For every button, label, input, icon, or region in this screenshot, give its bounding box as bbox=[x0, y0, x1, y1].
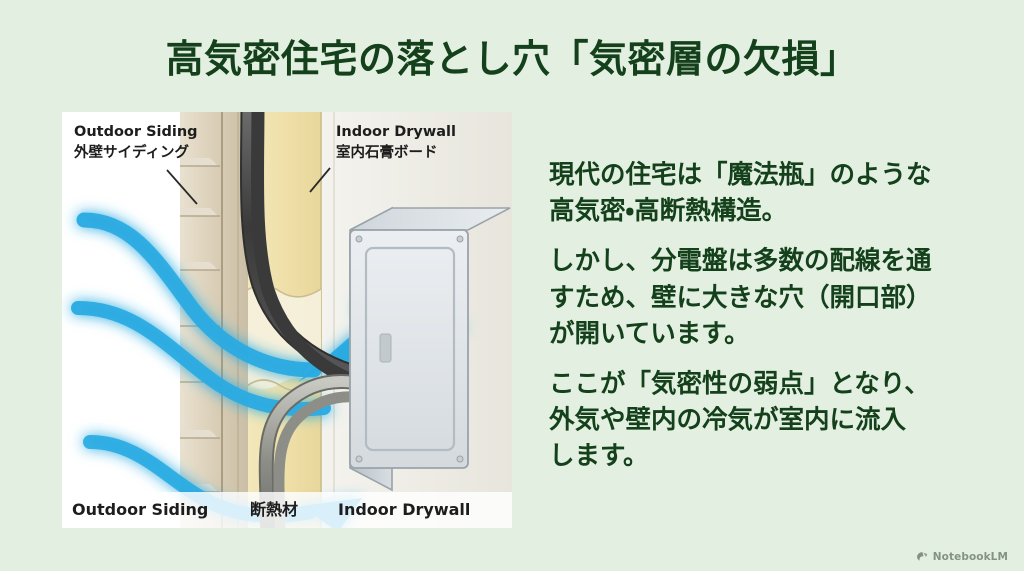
leader-line-drywall bbox=[309, 167, 331, 193]
notebooklm-watermark: NotebookLM bbox=[916, 550, 1008, 563]
bottom-label-insulation: 断熱材 bbox=[250, 500, 298, 519]
svg-text:Indoor Drywall: Indoor Drywall bbox=[336, 124, 456, 140]
paragraph-3: ここが「気密性の弱点」となり、 外気や壁内の冷気が室内に流入 します。 bbox=[549, 369, 930, 472]
body-text-column: 現代の住宅は「魔法瓶」のような 高気密・高断熱構造。 しかし、分電盤は多数の配線… bbox=[549, 157, 959, 475]
bottom-label-outdoor-siding: Outdoor Siding bbox=[72, 500, 208, 519]
electrical-panel-box bbox=[349, 206, 511, 492]
wall-section-diagram: Outdoor Siding 外壁サイディング Indoor Drywall 室… bbox=[62, 112, 512, 528]
bottom-label-indoor-drywall: Indoor Drywall bbox=[338, 500, 470, 519]
paragraph-1: 現代の住宅は「魔法瓶」のような 高気密・高断熱構造。 bbox=[549, 160, 932, 227]
callout-outdoor-siding: Outdoor Siding 外壁サイディング bbox=[73, 124, 198, 161]
callout-indoor-drywall: Indoor Drywall 室内石膏ボード bbox=[336, 124, 456, 161]
svg-text:外壁サイディング: 外壁サイディング bbox=[73, 143, 189, 161]
page-title: 高気密住宅の落とし穴「気密層の欠損」 bbox=[165, 37, 859, 81]
notebooklm-logo-icon bbox=[916, 552, 928, 561]
leader-line-siding bbox=[166, 169, 198, 205]
siding-layer bbox=[180, 112, 248, 528]
svg-text:Outdoor Siding: Outdoor Siding bbox=[74, 124, 198, 140]
notebooklm-watermark-label: NotebookLM bbox=[932, 550, 1008, 563]
paragraph-2: しかし、分電盤は多数の配線を通 すため、壁に大きな穴（開口部） が開いています。 bbox=[549, 246, 932, 349]
svg-text:室内石膏ボード: 室内石膏ボード bbox=[336, 143, 438, 161]
